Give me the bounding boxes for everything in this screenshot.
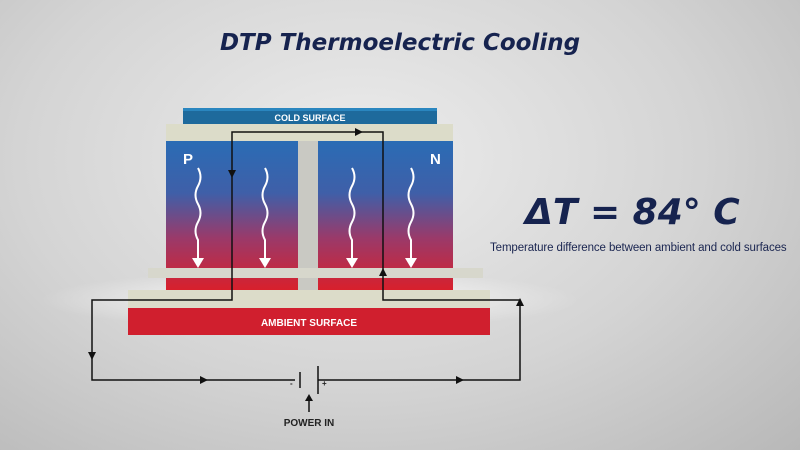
- circuit-direction-arrows: [88, 128, 524, 384]
- circuit-loop: [91, 131, 521, 381]
- n-type-element: [318, 141, 453, 290]
- heat-arrowhead-3: [346, 258, 358, 268]
- battery-plus-label: +: [322, 379, 327, 388]
- n-label: N: [430, 151, 441, 168]
- ambient-surface-label: AMBIENT SURFACE: [261, 318, 357, 329]
- heat-arrow-1: [194, 167, 202, 260]
- ambient-surface-plate: [128, 308, 490, 335]
- wire-arrow-top-right: [355, 128, 363, 136]
- circuit-wires: [91, 131, 521, 381]
- heat-arrowhead-2: [259, 258, 271, 268]
- page-title: DTP Thermoelectric Cooling: [219, 30, 581, 56]
- battery-minus-label: -: [290, 379, 293, 388]
- wire-arrow-p-down: [228, 170, 236, 178]
- heat-arrow-heads: [192, 258, 417, 268]
- heat-arrowhead-4: [405, 258, 417, 268]
- wire-arrow-bottom-left: [200, 376, 208, 384]
- delta-t-value: ΔT = 84° C: [525, 192, 740, 233]
- bottom-ceramic-layer: [128, 290, 490, 308]
- wire-arrow-bottom-right: [456, 376, 464, 384]
- heat-arrow-3: [348, 167, 356, 260]
- heat-arrow-4: [407, 167, 415, 260]
- power-in-label: POWER IN: [284, 418, 335, 429]
- delta-t-description: Temperature difference between ambient a…: [490, 242, 787, 254]
- cold-surface-label: COLD SURFACE: [274, 113, 345, 123]
- heat-flow-arrows: [194, 167, 415, 260]
- element-gap: [298, 141, 318, 290]
- cold-plate-highlight: [183, 108, 437, 111]
- power-in-arrowhead: [305, 394, 313, 401]
- wire-arrow-n-up: [379, 268, 387, 276]
- p-label: P: [183, 151, 193, 168]
- wire-arrow-left-down: [88, 352, 96, 360]
- heat-arrow-2: [261, 167, 269, 260]
- cold-surface-plate: [183, 108, 437, 124]
- wire-arrow-right-up: [516, 298, 524, 306]
- heat-arrowhead-1: [192, 258, 204, 268]
- bottom-ceramic-back: [148, 268, 483, 278]
